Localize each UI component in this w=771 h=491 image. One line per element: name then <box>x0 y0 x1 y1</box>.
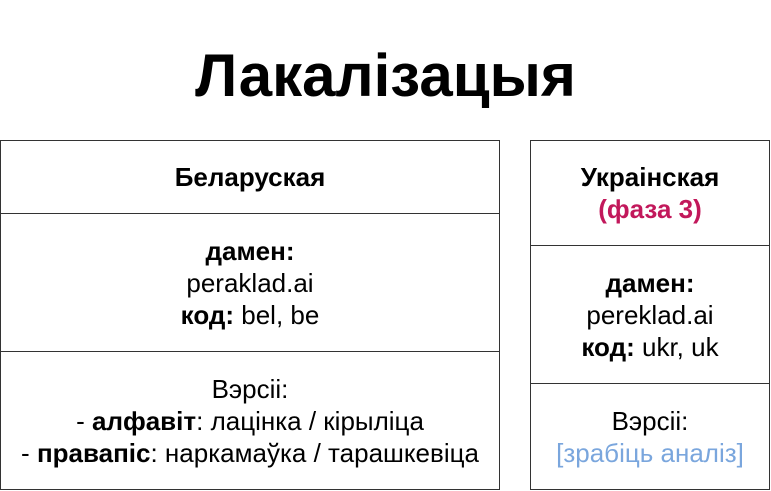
ukrainian-name: Украінская <box>580 162 720 192</box>
page-title: Лакалізацыя <box>195 42 576 109</box>
ukrainian-versions-section: Вэрсіі: [зрабіць аналіз] <box>531 384 769 489</box>
belarusian-domain: peraklad.ai <box>186 267 314 298</box>
belarusian-header: Беларуская <box>1 141 499 213</box>
orthography-label: правапіс <box>36 437 151 468</box>
code-label: код: <box>581 331 635 362</box>
domain-label: дамен: <box>605 267 695 298</box>
ukrainian-domain: pereklad.ai <box>586 299 714 330</box>
alphabet-prefix: - <box>76 405 92 436</box>
belarusian-versions-section: Вэрсіі: - алфавіт: лацінка / кірыліца - … <box>1 352 499 489</box>
belarusian-name: Беларуская <box>174 162 326 192</box>
alphabet-line: - алфавіт: лацінка / кірыліца <box>76 405 424 437</box>
orthography-line: - правапіс: наркамаўка / тарашкевіца <box>21 437 479 469</box>
belarusian-code: bel, be <box>234 299 320 330</box>
alphabet-label: алфавіт <box>91 405 197 436</box>
divider <box>1 351 499 352</box>
belarusian-card: Беларуская дамен: peraklad.ai код: bel, … <box>0 140 500 490</box>
domain-label: дамен: <box>205 235 295 266</box>
alphabet-value: : лацінка / кірыліца <box>196 405 424 436</box>
versions-label: Вэрсіі: <box>211 373 289 404</box>
belarusian-domain-section: дамен: peraklad.ai код: bel, be <box>1 214 499 351</box>
ukrainian-code: ukr, uk <box>634 331 719 362</box>
ukrainian-header: Украінская (фаза 3) <box>531 141 769 245</box>
divider <box>1 213 499 214</box>
ukrainian-domain-section: дамен: pereklad.ai код: ukr, uk <box>531 246 769 383</box>
divider <box>531 383 769 384</box>
code-label: код: <box>180 299 235 330</box>
orthography-prefix: - <box>21 437 37 468</box>
ukrainian-card: Украінская (фаза 3) дамен: pereklad.ai к… <box>530 140 770 490</box>
orthography-value: : наркамаўка / тарашкевіца <box>150 437 479 468</box>
ukrainian-code-line: код: ukr, uk <box>581 331 718 363</box>
versions-label: Вэрсіі: <box>611 405 689 436</box>
phase-badge: (фаза 3) <box>598 194 702 224</box>
divider <box>531 245 769 246</box>
versions-todo: [зрабіць аналіз] <box>556 437 744 468</box>
belarusian-code-line: код: bel, be <box>181 299 320 331</box>
